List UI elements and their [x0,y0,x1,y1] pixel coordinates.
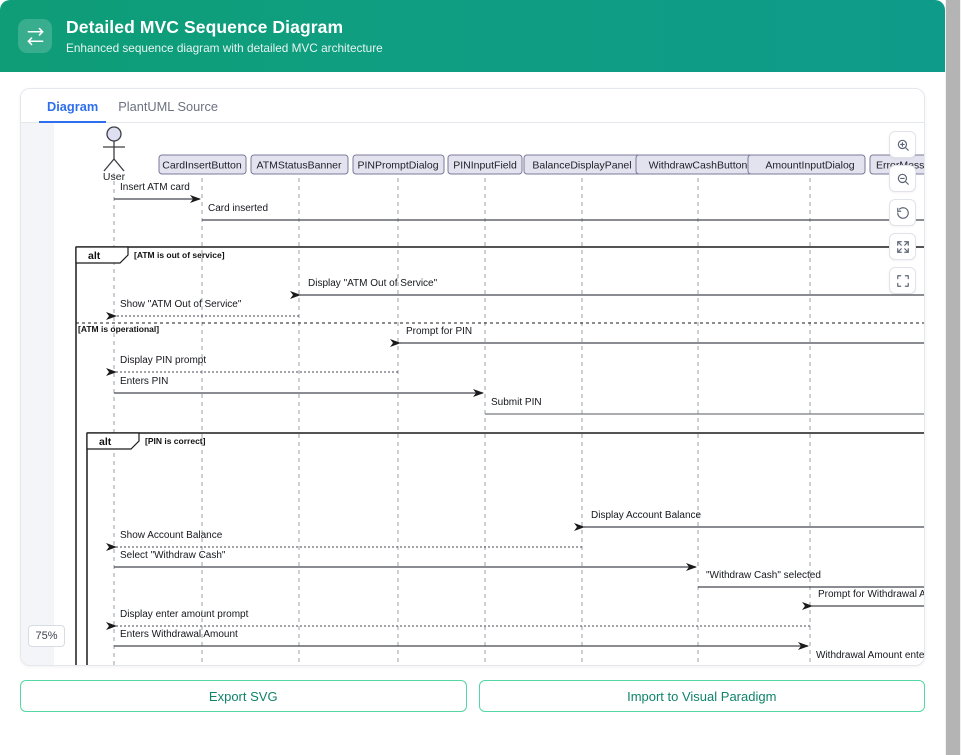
fragment-guard: [PIN is correct] [145,436,206,446]
fragment-guard: [ATM is operational] [78,324,159,334]
tab-plantuml-source[interactable]: PlantUML Source [118,99,219,114]
footer-actions: Export SVG Import to Visual Paradigm [20,680,925,712]
export-svg-button[interactable]: Export SVG [20,680,467,712]
page-subtitle: Enhanced sequence diagram with detailed … [66,40,383,55]
fragment-operator: alt [88,250,101,262]
fragment-alt-1: alt [ATM is out of service] [ATM is oper… [75,246,924,665]
message-label: Display "ATM Out of Service" [308,278,438,289]
message-label: Submit PIN [491,397,542,408]
fragment-alt-2: alt [PIN is correct] [86,432,924,665]
import-visual-paradigm-button[interactable]: Import to Visual Paradigm [478,680,925,712]
zoom-out-icon[interactable] [889,165,916,192]
message-label: Card inserted [208,203,268,214]
diagram-card: Diagram PlantUML Source [20,88,925,666]
participant-label: PINInputField [453,160,517,172]
fit-expand-icon[interactable] [889,233,916,260]
message-label: Prompt for PIN [406,326,472,337]
message-label: Show "ATM Out of Service" [120,299,242,310]
message-label: Prompt for Withdrawal Amou [818,589,924,600]
fullscreen-icon[interactable] [889,267,916,294]
header-text-block: Detailed MVC Sequence Diagram Enhanced s… [66,17,383,56]
page-title: Detailed MVC Sequence Diagram [66,16,344,37]
exchange-arrows-icon [18,19,52,53]
participant-label: AmountInputDialog [765,160,854,172]
scrollbar-thumb[interactable] [946,0,960,755]
participant-label: ATMStatusBanner [256,160,342,172]
zoom-level-badge: 75% [28,625,65,647]
message-label: Show Account Balance [120,530,223,541]
participant-label: CardInsertButton [162,160,242,172]
participant-label: BalanceDisplayPanel [532,160,631,172]
message-label: Display PIN prompt [120,355,206,366]
page-scrollbar[interactable] [945,0,961,755]
diagram-canvas[interactable]: User CardInsertButton ATMStatusBanner PI… [54,123,924,665]
message-label: Select "Withdraw Cash" [120,550,226,561]
tab-bar: Diagram PlantUML Source [21,89,924,123]
fragment-operator: alt [99,436,112,448]
message-label: Display Account Balance [591,510,702,521]
zoom-in-icon[interactable] [889,131,916,158]
message-label: Display enter amount prompt [120,609,249,620]
message-label: Enters PIN [120,376,168,387]
message-label: "Withdraw Cash" selected [706,570,821,581]
actor-label: User [103,171,126,183]
fragment-guard: [ATM is out of service] [134,250,225,260]
participant-boxes: CardInsertButton ATMStatusBanner PINProm… [158,154,924,175]
messages: Insert ATM card Card inserted Display "A… [106,182,924,661]
participant-label: PINPromptDialog [357,160,438,172]
actor-user [103,126,125,172]
zoom-controls [889,131,916,294]
message-label: Enters Withdrawal Amount [120,629,238,640]
message-label: Insert ATM card [120,182,190,193]
sequence-diagram-svg: User CardInsertButton ATMStatusBanner PI… [75,126,924,665]
page-header: Detailed MVC Sequence Diagram Enhanced s… [0,0,945,72]
participant-label: WithdrawCashButton [649,160,748,172]
reset-rotate-icon[interactable] [889,199,916,226]
diagram-viewport[interactable]: User CardInsertButton ATMStatusBanner PI… [21,123,924,665]
message-label: Withdrawal Amount entered [816,650,924,661]
tab-diagram[interactable]: Diagram [37,99,108,123]
